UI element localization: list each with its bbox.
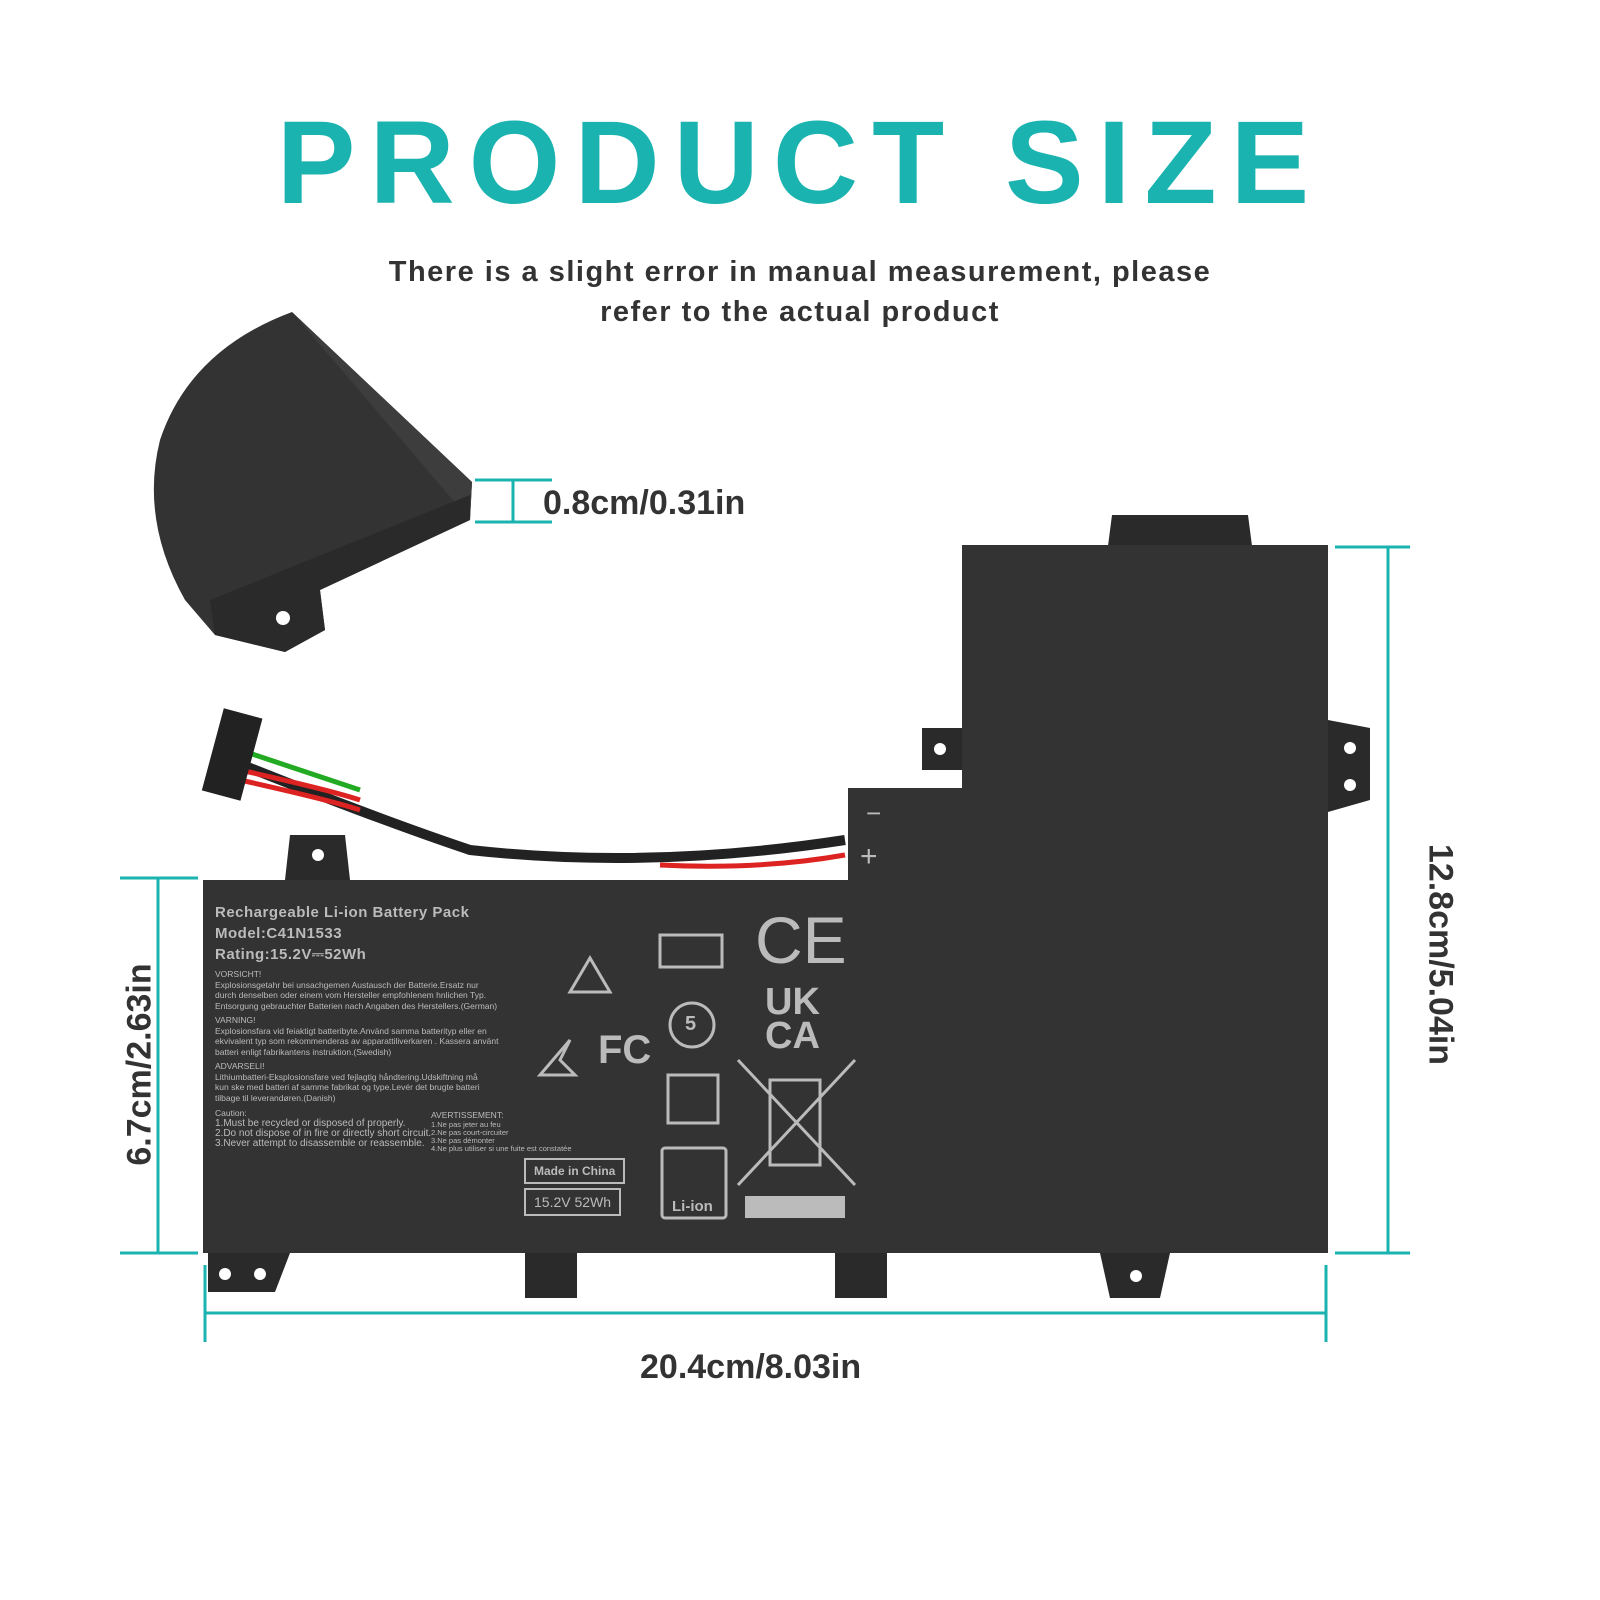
flammable-icon — [536, 1039, 579, 1077]
swedish-title: VARNING! — [215, 1015, 256, 1025]
tab-holes — [219, 742, 1356, 1282]
cable-connector — [201, 708, 263, 801]
battery-cable — [228, 747, 846, 869]
battery-corner-closeup — [153, 312, 472, 652]
thickness-dimension-lines — [475, 478, 552, 524]
battery-label-text: Rechargeable Li-ion Battery Pack Model:C… — [215, 902, 498, 1149]
german-line: Entsorgung gebrauchter Batterien nach An… — [215, 1000, 498, 1011]
dimension-lines — [120, 545, 1410, 1342]
danish-line: tilbage til leverandøren.(Danish) — [215, 1092, 336, 1103]
french-line: 1.Ne pas jeter au feu — [431, 1119, 501, 1129]
weee-bin-icon — [736, 1058, 857, 1187]
spec-box: 15.2V 52Wh — [524, 1188, 622, 1216]
ukca-line-2: CA — [765, 1015, 820, 1057]
caution-line: 1.Must be recycled or disposed of proper… — [215, 1117, 406, 1129]
french-title: AVERTISSEMENT: — [431, 1110, 504, 1120]
recycle-number: 5 — [685, 1013, 697, 1035]
made-in-china-box: Made in China — [524, 1158, 626, 1184]
battery-icon — [658, 933, 724, 969]
fcc-mark: FC — [598, 1028, 652, 1072]
width-label: 20.4cm/8.03in — [640, 1348, 862, 1386]
left-height-label: 6.7cm/2.63in — [120, 963, 159, 1166]
label-icons — [536, 933, 857, 1220]
ukca-mark: UK CA — [765, 981, 820, 1057]
danish-line: Lithiumbatteri-Eksplosionsfare ved fejla… — [215, 1071, 478, 1082]
liion-text: Li-ion — [672, 1198, 713, 1215]
german-title: VORSICHT! — [215, 969, 262, 979]
swedish-line: Explosionsfara vid feiaktigt batteribyte… — [215, 1025, 487, 1036]
ce-mark: CE — [755, 903, 847, 977]
french-line: 3.Ne pas démonter — [431, 1135, 495, 1145]
french-line: 4.Ne plus utiliser si une fuite est cons… — [431, 1143, 572, 1153]
label-rating: Rating:15.2V⎓52Wh — [215, 946, 367, 963]
danish-line: kun ske med batteri af samme fabrikat og… — [215, 1082, 480, 1092]
german-line: durch denselben oder einem vom Herstelle… — [215, 990, 487, 1000]
caution-line: 3.Never attempt to disassemble or reasse… — [215, 1137, 425, 1149]
swedish-line: ekvivalent typ som rekommenderas av appa… — [215, 1036, 499, 1046]
swedish-line: batteri enligt fabrikantens instruktion.… — [215, 1046, 392, 1057]
right-height-label: 12.8cm/5.04in — [1421, 843, 1460, 1066]
liion-recycle-icon — [660, 1146, 728, 1220]
thickness-label: 0.8cm/0.31in — [543, 484, 746, 522]
recycle-box-icon — [666, 1073, 720, 1125]
battery-body — [203, 545, 1328, 1253]
german-line: Explosionsgetahr bei unsachgemen Austaus… — [215, 979, 479, 990]
danish-title: ADVARSELI! — [215, 1061, 265, 1071]
french-line: 2.Ne pas court-circuiter — [431, 1127, 509, 1137]
label-heading: Rechargeable Li-ion Battery Pack — [215, 904, 470, 921]
subtitle: There is a slight error in manual measur… — [0, 252, 1600, 332]
french-warning: AVERTISSEMENT: 1.Ne pas jeter au feu 2.N… — [431, 1110, 572, 1153]
subtitle-line-1: There is a slight error in manual measur… — [388, 256, 1212, 288]
recycle-5-icon — [668, 1001, 716, 1049]
caution-line: 2.Do not dispose of in fire or directly … — [215, 1127, 432, 1139]
warning-icon — [567, 955, 613, 994]
weee-bar — [745, 1196, 845, 1218]
subtitle-line-2: refer to the actual product — [600, 296, 1000, 328]
caution-title: Caution: — [215, 1108, 247, 1118]
label-model: Model:C41N1533 — [215, 925, 343, 942]
plus-terminal: + — [860, 840, 878, 873]
page-title: PRODUCT SIZE — [276, 97, 1324, 229]
ukca-line-1: UK — [765, 981, 820, 1023]
minus-terminal: − — [866, 798, 882, 828]
